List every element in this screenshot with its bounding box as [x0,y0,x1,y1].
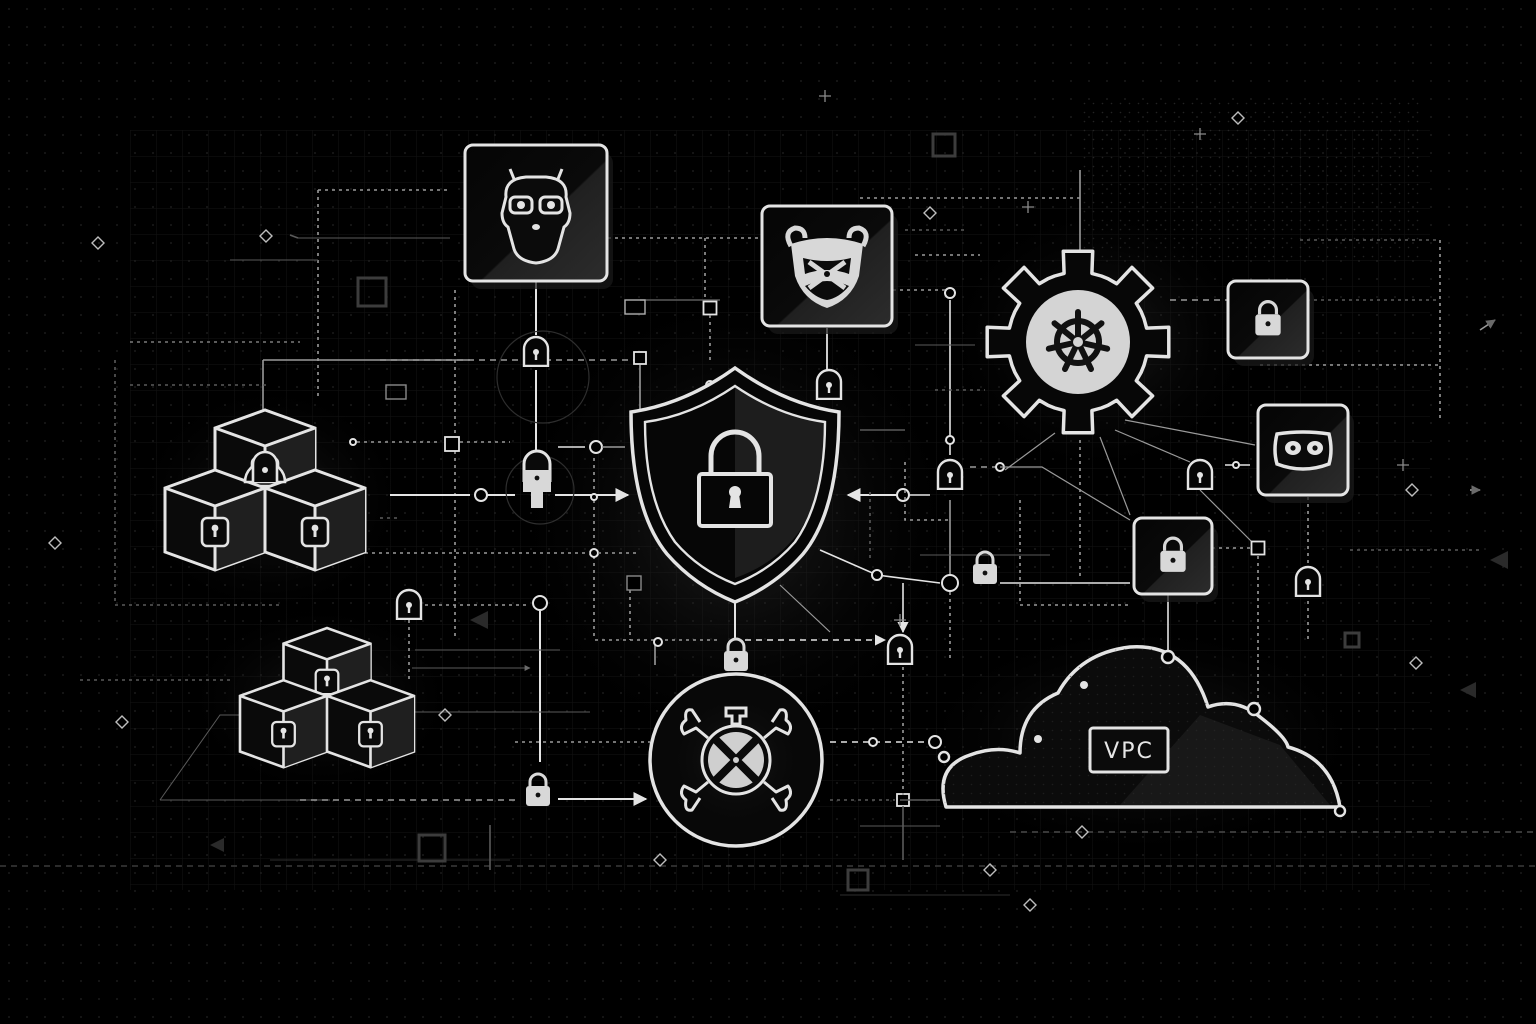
junction-node [868,737,878,747]
decor-triangle [1460,682,1476,698]
connector-line [1099,436,1131,516]
junction-square [626,575,642,591]
connector-line [289,234,299,239]
small-lock-icon [395,588,423,620]
junction-node [1246,701,1262,717]
connector-line [1479,319,1496,331]
padlock-icon [697,429,773,528]
plus-marker [1194,128,1206,140]
connector-line [114,360,280,606]
junction-node [590,493,598,501]
hazard-circle [648,672,824,848]
decor-triangle [210,838,224,852]
diamond-marker [1023,898,1037,912]
eyes-icon [1273,430,1333,471]
connector-line [1019,500,1130,606]
connector-line [1000,466,1131,521]
connector-line [1114,429,1191,463]
junction-node [945,435,955,445]
monitor-glyph [624,299,646,315]
diamond-marker [1231,111,1245,125]
mask-tile [760,204,898,334]
junction-node [349,438,357,446]
small-lock-icon [936,458,964,490]
diamond-marker [1075,825,1089,839]
diamond-marker [259,229,273,243]
junction-square [1250,540,1266,556]
diamond-marker [653,853,667,867]
junction-node [474,488,488,502]
diamond-marker [438,708,452,722]
junction-node [928,735,942,749]
junction-node [589,548,599,558]
lock-tile-top-right [1226,279,1314,366]
locked-cubes-icon [163,408,367,572]
gear-helm [985,249,1171,435]
junction-node [532,595,548,611]
diamond-marker [91,236,105,250]
diamond-marker [1409,656,1423,670]
vpc-label: VPC [1104,739,1154,764]
small-lock-markers [395,335,1322,808]
connector-line [1124,419,1256,446]
monitor-glyph [385,384,407,400]
plus-marker [1022,201,1034,213]
connector-line [1004,432,1056,471]
cube-stack-lower [238,626,416,769]
diamond-marker [48,536,62,550]
decor-square [1343,631,1361,649]
small-lock-icon [522,335,550,367]
junction-square [633,351,647,365]
connector-line [1199,489,1259,549]
hazard-valve-icon [679,706,793,812]
diamond-marker [1405,483,1419,497]
junction-square [702,300,718,316]
decor-square [846,868,870,892]
robot-head-icon [500,168,572,265]
locked-cubes-icon [238,626,416,769]
helm-wheel-icon [1045,309,1111,372]
small-lock-icon [1186,458,1214,490]
plus-marker [1397,459,1409,471]
small-lock-icon [815,368,843,400]
decor-ring [496,330,590,424]
connector-line [904,462,950,521]
junction-node [1333,804,1347,818]
junction-node [896,488,910,502]
small-lock-icon [886,633,914,665]
decor-square [417,833,447,863]
diamond-marker [983,863,997,877]
junction-node [1232,461,1240,469]
eyes-tile [1256,403,1354,503]
decor-square [356,276,388,308]
junction-node [941,574,959,592]
cube-stack-upper [163,408,367,572]
connector-line [779,584,831,633]
junction-square [444,436,460,452]
vpc-badge: VPC [1088,726,1170,774]
junction-node [944,287,956,299]
decor-square [931,132,957,158]
lock-tile-mid-right [1132,516,1218,602]
diamond-marker [115,715,129,729]
decor-triangle [470,611,488,629]
diamond-marker [923,206,937,220]
mask-icon [785,225,869,308]
junction-node [589,440,603,454]
small-lock-icon [1294,565,1322,597]
plus-marker [894,614,906,626]
bot-head-tile [463,143,613,289]
junction-node [1160,649,1176,665]
nodes-layer: VPC [163,143,1354,848]
junction-node [871,569,883,581]
central-shield [629,365,841,604]
decor-triangle [1490,551,1508,569]
junction-node [937,750,951,764]
junction-node [653,637,663,647]
key-lock-icon [522,449,552,508]
plus-marker [819,90,831,102]
